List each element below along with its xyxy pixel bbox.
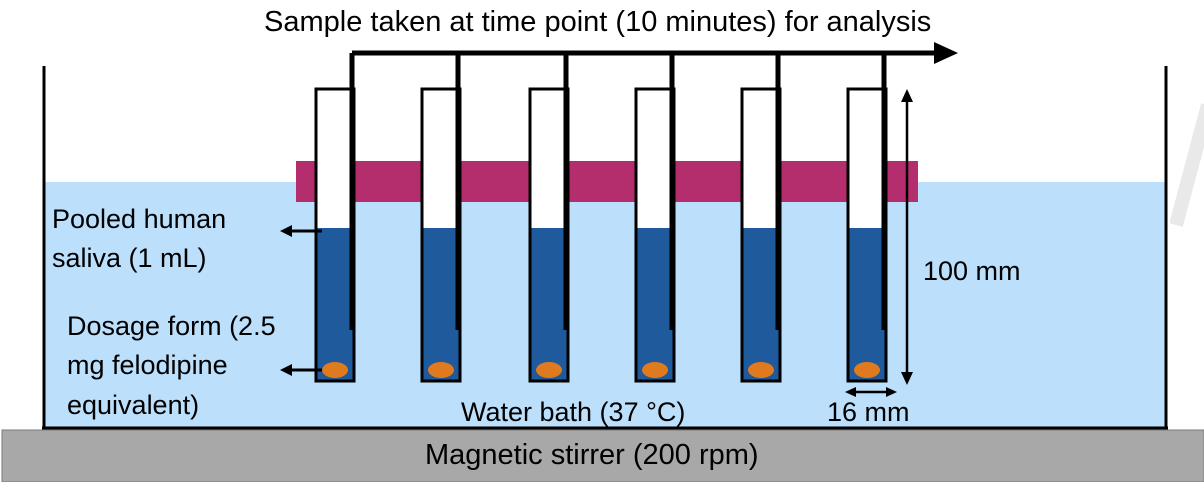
saliva-fill <box>742 228 780 381</box>
saliva-label-line2: saliva (1 mL) <box>52 243 207 273</box>
dosage-tablet <box>854 362 880 378</box>
dosage-tablet <box>748 362 774 378</box>
dosage-tablet <box>536 362 562 378</box>
dosage-label-line3: equivalent) <box>67 390 200 420</box>
saliva-fill <box>530 228 568 381</box>
sample-tube <box>420 53 462 383</box>
watermark-fragment <box>1170 103 1204 227</box>
dosage-tablet <box>428 362 454 378</box>
sample-tube <box>314 53 356 383</box>
saliva-fill <box>636 228 674 381</box>
sampling-arrowhead-icon <box>934 42 958 64</box>
saliva-fill <box>422 228 460 381</box>
dosage-tablet <box>642 362 668 378</box>
saliva-fill <box>848 228 886 381</box>
width-arrow-left-icon <box>845 387 856 397</box>
dosage-arrowhead-icon <box>280 364 292 376</box>
magnetic-stirrer <box>1 429 1204 482</box>
width-arrow-right-icon <box>886 387 897 397</box>
height-label: 100 mm <box>923 256 1021 286</box>
water-bath-water <box>44 182 1166 428</box>
dosage-label-line2: mg felodipine <box>67 350 228 380</box>
saliva-arrowhead-icon <box>280 225 292 237</box>
tube-holder-rack <box>296 161 918 202</box>
sample-tube <box>846 53 888 383</box>
sample-tube <box>528 53 570 383</box>
sample-tube <box>740 53 782 383</box>
water-bath-label: Water bath (37 °C) <box>461 397 686 427</box>
sample-tubes <box>314 53 888 383</box>
height-arrow-top-icon <box>901 89 913 102</box>
dosage-label-line1: Dosage form (2.5 <box>67 311 276 341</box>
height-arrow-bottom-icon <box>901 372 913 385</box>
saliva-fill <box>316 228 354 381</box>
dosage-tablet <box>322 362 348 378</box>
stirrer-label: Magnetic stirrer (200 rpm) <box>425 439 759 471</box>
diagram-title: Sample taken at time point (10 minutes) … <box>264 6 932 38</box>
sample-tube <box>634 53 676 383</box>
saliva-label-line1: Pooled human <box>52 204 227 234</box>
width-label: 16 mm <box>827 397 910 427</box>
